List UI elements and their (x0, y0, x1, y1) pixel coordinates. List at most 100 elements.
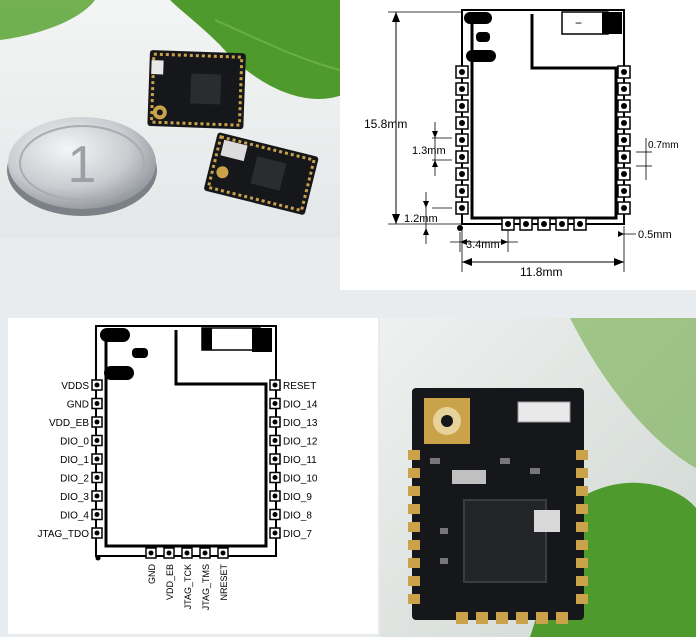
castellation (408, 594, 420, 604)
photo-module-closeup (380, 318, 696, 637)
pin-right: RESET (269, 379, 316, 392)
pad (617, 82, 631, 96)
shield-outline (470, 14, 618, 220)
pin-bottom: JTAG_TCK (181, 547, 193, 609)
pin-bottom: NRESET (217, 547, 229, 601)
pin-label: NRESET (219, 564, 229, 601)
pin-label: DIO_9 (283, 492, 312, 503)
castellation (556, 612, 568, 624)
castellation (576, 558, 588, 568)
castellation (456, 612, 468, 624)
pin-right: DIO_12 (269, 434, 318, 448)
bottom-offset-label: 3.4mm (466, 239, 500, 251)
pin-label: VDDS (61, 381, 89, 392)
pad (455, 150, 469, 164)
castellation (408, 522, 420, 532)
pad (617, 116, 631, 130)
pin-right: DIO_11 (269, 453, 317, 466)
pin-left: VDD_EB (49, 416, 103, 429)
castellation (576, 468, 588, 478)
pin-right: DIO_10 (269, 471, 318, 485)
pin-right: DIO_9 (269, 490, 312, 503)
castellation (408, 558, 420, 568)
pin-label: RESET (283, 381, 316, 392)
pin-label: DIO_14 (283, 400, 318, 411)
pad (537, 217, 551, 231)
leaf-top-left (0, 0, 95, 40)
castellation (408, 576, 420, 586)
castellation (576, 594, 588, 604)
pin-bottom: VDD_EB (163, 547, 175, 600)
castellation (576, 504, 588, 514)
pin-label: GND (67, 400, 89, 411)
pin-label: JTAG_TCK (183, 564, 193, 609)
castellation (408, 504, 420, 514)
pad (501, 217, 515, 231)
pin-left: DIO_0 (60, 434, 103, 448)
pinout-bottom-pins: GND VDD_EB JTAG_TCK JTAG_TMS NRESET (145, 547, 229, 610)
pad (519, 217, 533, 231)
pad (617, 99, 631, 113)
module-top (147, 50, 246, 130)
pin-left: DIO_2 (60, 471, 103, 485)
pin-label: DIO_3 (60, 492, 89, 503)
pinout-left-pins: VDDSGNDVDD_EBDIO_0DIO_1DIO_2DIO_3DIO_4JT… (38, 379, 103, 540)
pad (617, 65, 631, 79)
pin-left: GND (67, 397, 103, 411)
photo-modules-with-coin: 1 (0, 0, 342, 238)
pinout-shield-outline (104, 330, 268, 548)
left-pads (455, 65, 469, 215)
pin-right: DIO_8 (269, 508, 312, 522)
pin-label: JTAG_TMS (201, 564, 211, 610)
pad (617, 184, 631, 198)
pin-left: VDDS (61, 379, 103, 392)
pin-left: JTAG_TDO (38, 527, 103, 540)
pitch-label: 1.3mm (412, 145, 446, 157)
castellation (576, 522, 588, 532)
pad (455, 65, 469, 79)
dimension-drawing: − 15.8mm 1.3mm 1.2mm 0.7mm 3.4mm (340, 0, 696, 290)
photo-modules-svg: 1 (0, 0, 342, 238)
pin-label: GND (147, 564, 157, 585)
castellation (516, 612, 528, 624)
pinout-right-pins: RESET DIO_14DIO_13DIO_12DIO_11DIO_10DIO_9… (269, 379, 318, 540)
pad (555, 217, 569, 231)
bottom-pads (501, 217, 587, 231)
pin-label: DIO_13 (283, 418, 318, 429)
pin-bottom: JTAG_TMS (199, 547, 211, 610)
module-closeup (408, 388, 588, 624)
castellation (576, 450, 588, 460)
right-pads (617, 65, 631, 215)
pad-width-label: 0.7mm (648, 140, 679, 151)
pad (455, 201, 469, 215)
pin-label: DIO_0 (60, 437, 89, 448)
pinout-svg: VDDSGNDVDD_EBDIO_0DIO_1DIO_2DIO_3DIO_4JT… (38, 325, 318, 610)
castellation (576, 576, 588, 586)
pin-label: VDD_EB (49, 418, 89, 429)
pad (617, 150, 631, 164)
dimension-svg: − 15.8mm 1.3mm 1.2mm 0.7mm 3.4mm (364, 9, 679, 279)
coin: 1 (7, 117, 157, 216)
castellation (576, 540, 588, 550)
height-label: 15.8mm (364, 117, 407, 131)
pin-left: DIO_4 (60, 508, 103, 522)
pad (455, 99, 469, 113)
pin-label: DIO_11 (283, 455, 317, 466)
castellation (576, 486, 588, 496)
pin-label: DIO_4 (60, 511, 89, 522)
castellation (408, 540, 420, 550)
shield-mark: − (575, 16, 582, 30)
castellation (408, 450, 420, 460)
castellation (496, 612, 508, 624)
pin-label: DIO_7 (283, 529, 312, 540)
pin-label: JTAG_TDO (38, 529, 90, 540)
pad (455, 133, 469, 147)
closeup-svg (380, 318, 696, 637)
edge-offset-label: 1.2mm (404, 213, 438, 225)
pin-label: DIO_2 (60, 474, 89, 485)
module-bottom (204, 132, 319, 215)
pin-right: DIO_13 (269, 416, 318, 429)
pad (455, 116, 469, 130)
pin-left: DIO_3 (60, 490, 103, 503)
